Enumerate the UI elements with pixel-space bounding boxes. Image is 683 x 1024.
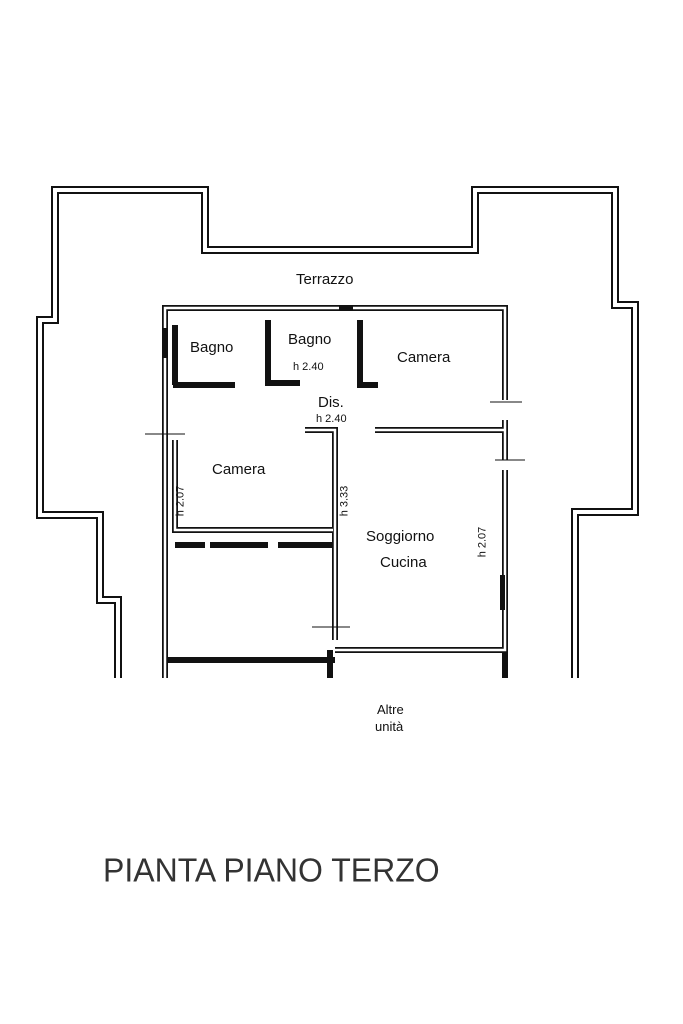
window-mark [163, 328, 168, 358]
height-label: h 2.40 [293, 361, 324, 373]
room-label-cucina: Cucina [380, 554, 427, 571]
room-label-terrazzo: Terrazzo [296, 271, 354, 288]
height-label: h 3.33 [338, 485, 351, 517]
room-label-disimpegno: Dis. [318, 394, 344, 411]
room-label-soggiorno: Soggiorno [366, 528, 435, 545]
label-altre: Altre [377, 702, 404, 717]
door-marks [145, 401, 525, 628]
height-label: h 2.07 [174, 485, 187, 517]
plan-title: PIANTA PIANO TERZO [103, 851, 440, 889]
window-mark [500, 575, 505, 610]
room-label-camera: Camera [397, 349, 451, 366]
height-label: h 2.07 [476, 526, 489, 558]
height-label: h 2.40 [316, 413, 347, 425]
room-label-bagno: Bagno [288, 331, 332, 348]
label-unita: unità [375, 719, 404, 734]
window-mark [339, 305, 353, 311]
room-label-camera: Camera [212, 461, 266, 478]
room-label-bagno: Bagno [190, 339, 234, 356]
